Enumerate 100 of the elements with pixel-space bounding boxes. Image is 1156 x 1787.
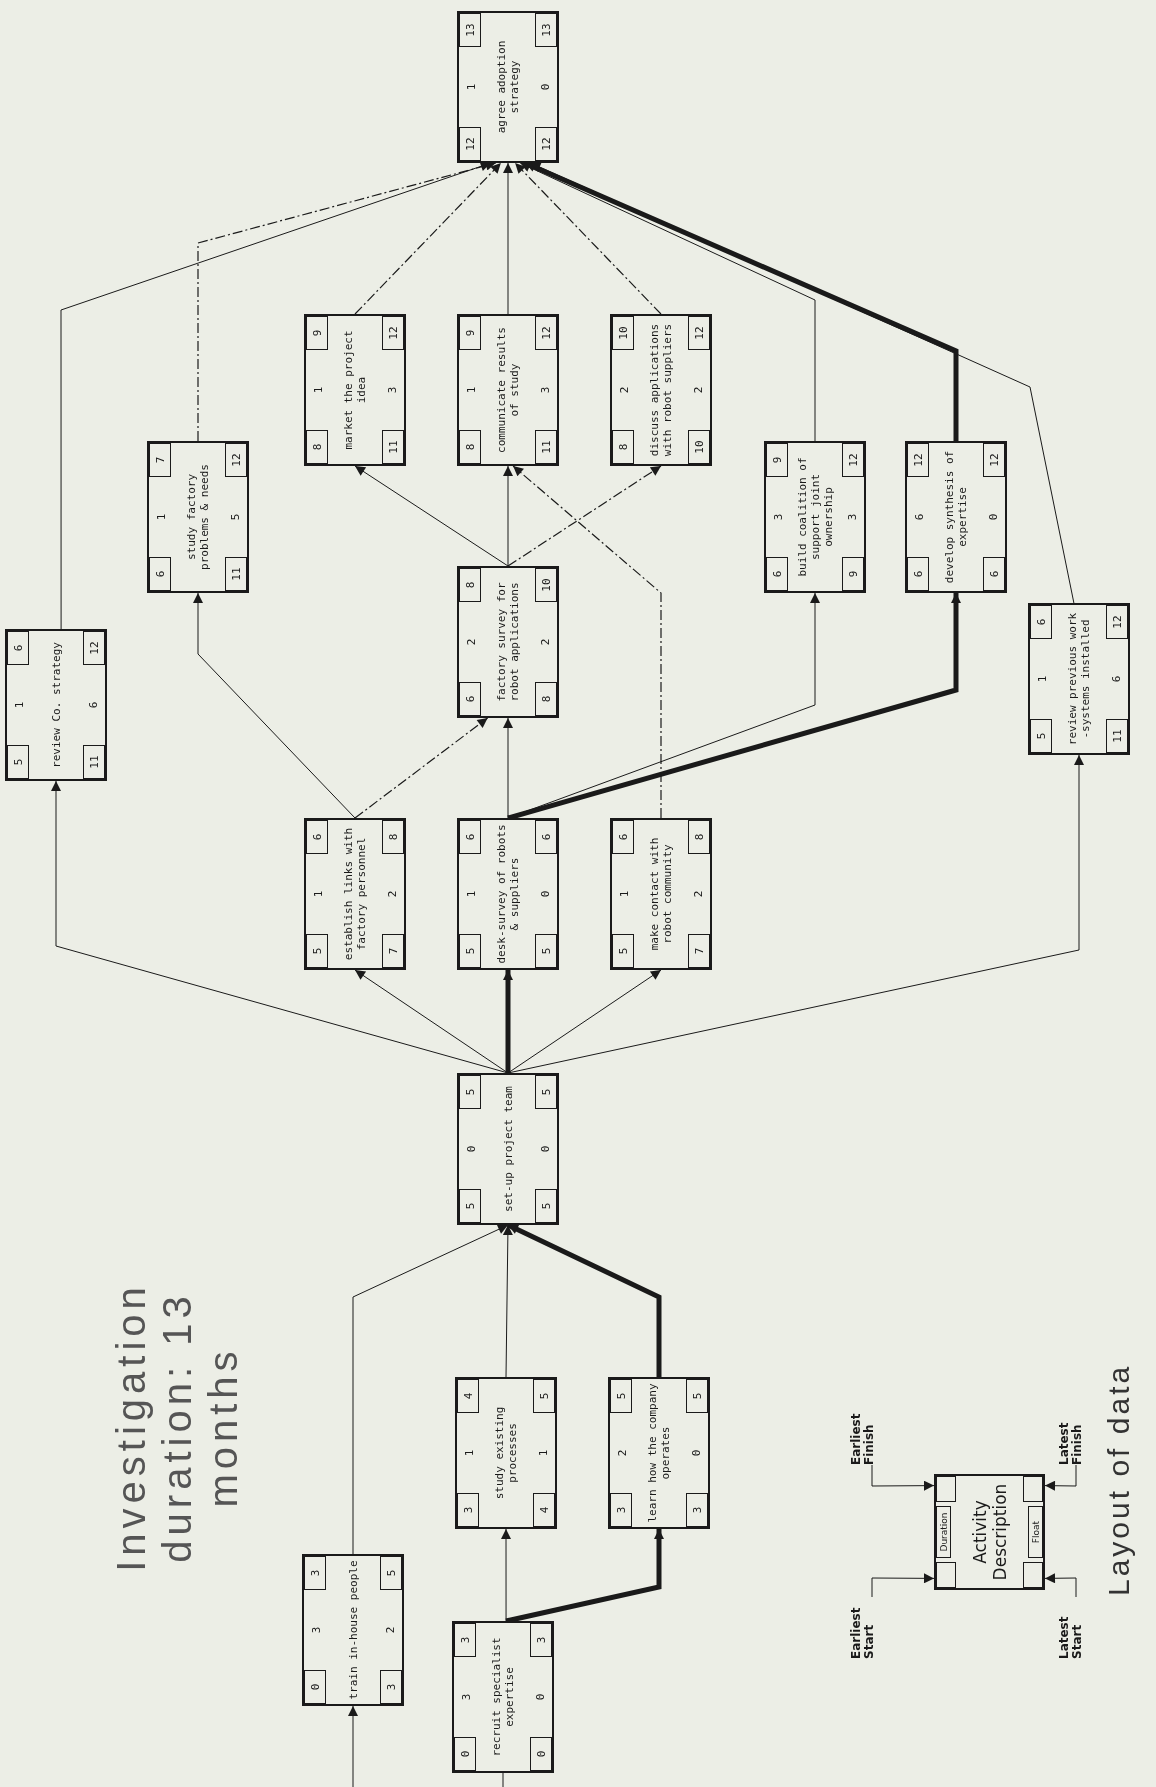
- time-cell: 12: [535, 127, 557, 161]
- duration-value: 3: [770, 512, 786, 523]
- connector-line: [502, 1772, 504, 1787]
- time-cell: 8: [459, 568, 481, 602]
- time-cell: 5: [306, 934, 328, 968]
- leader-arrow: [871, 1464, 935, 1491]
- duration-value: 1: [310, 889, 326, 900]
- duration-value: 3: [458, 1692, 474, 1703]
- activity-box: [457, 11, 559, 163]
- time-cell: 6: [7, 631, 29, 665]
- time-cell: 6: [766, 557, 788, 591]
- arrow: [51, 780, 509, 1074]
- time-cell: 5: [7, 745, 29, 779]
- time-cell: 4: [457, 1379, 479, 1413]
- time-cell: 10: [612, 316, 634, 350]
- time-cell: 5: [686, 1379, 708, 1413]
- activity-description: review previous work -systems installed: [1065, 611, 1093, 748]
- activity-box: [1028, 603, 1130, 755]
- time-cell: 6: [459, 820, 481, 854]
- activity-description: build coalition of support joint ownership: [794, 456, 836, 579]
- time-cell: 12: [983, 443, 1005, 477]
- activity-box: [457, 314, 559, 466]
- activity-description: study factory problems & needs: [184, 463, 212, 572]
- time-cell: 12: [535, 316, 557, 350]
- time-cell: 12: [225, 443, 247, 477]
- time-cell: 3: [610, 1493, 632, 1527]
- activity-box: [610, 314, 712, 466]
- float-value: 6: [85, 700, 101, 711]
- activity-description: establish links with factory personnel: [341, 826, 369, 963]
- time-cell: 12: [907, 443, 929, 477]
- time-cell: 12: [459, 127, 481, 161]
- duration-value: 1: [463, 889, 479, 900]
- time-cell: 8: [688, 820, 710, 854]
- arrow: [348, 1705, 358, 1787]
- float-value: 2: [384, 889, 400, 900]
- float-value: 3: [384, 385, 400, 396]
- arrow: [503, 970, 513, 1073]
- time-cell: 9: [306, 316, 328, 350]
- activity-description: study existing processes: [492, 1405, 520, 1502]
- arrow: [503, 465, 513, 567]
- float-value: 0: [532, 1692, 548, 1703]
- duration-value: 3: [308, 1625, 324, 1636]
- time-cell: 9: [459, 316, 481, 350]
- duration-value: 1: [310, 385, 326, 396]
- time-cell: 6: [612, 820, 634, 854]
- activity-box: [147, 441, 249, 593]
- time-cell: 12: [688, 316, 710, 350]
- activity-description: set-up project team: [500, 1085, 516, 1214]
- float-value: 3: [537, 385, 553, 396]
- time-cell: 6: [149, 557, 171, 591]
- activity-box: [457, 1073, 559, 1225]
- float-value: 0: [537, 82, 553, 93]
- time-cell: 12: [83, 631, 105, 665]
- activity-description: recruit specialist expertise: [489, 1636, 517, 1759]
- float-value: 0: [537, 889, 553, 900]
- duration-value: 1: [463, 82, 479, 93]
- arrow: [507, 465, 662, 567]
- time-cell: 5: [1030, 719, 1052, 753]
- float-cell: Float: [1028, 1506, 1043, 1558]
- duration-value: 1: [461, 1448, 477, 1459]
- arrow: [354, 717, 489, 819]
- activity-box: [304, 314, 406, 466]
- time-cell: 3: [454, 1623, 476, 1657]
- leader-arrow: [1044, 1573, 1077, 1598]
- time-cell: 3: [530, 1623, 552, 1657]
- time-cell: 12: [842, 443, 864, 477]
- float-value: 2: [537, 637, 553, 648]
- activity-description: discuss applications with robot suppliers: [647, 322, 675, 459]
- float-value: 1: [535, 1448, 551, 1459]
- legend-label: Earliest Start: [850, 1597, 890, 1659]
- activity-description: train in-house people: [345, 1560, 361, 1700]
- activity-box: [608, 1377, 710, 1529]
- activity-box: [610, 818, 712, 970]
- time-cell: 13: [459, 13, 481, 47]
- arrow: [354, 465, 509, 567]
- time-cell: 9: [766, 443, 788, 477]
- arrow: [507, 593, 961, 821]
- float-value: 2: [690, 385, 706, 396]
- time-cell: 8: [382, 820, 404, 854]
- legend-label: Latest Finish: [1058, 1401, 1098, 1465]
- duration-value: 1: [463, 385, 479, 396]
- time-cell: 7: [382, 934, 404, 968]
- time-cell: 5: [610, 1379, 632, 1413]
- time-cell: 6: [306, 820, 328, 854]
- float-value: 6: [1108, 674, 1124, 685]
- leader-arrow: [871, 1573, 935, 1598]
- activity-description: factory survey for robot applications: [494, 581, 522, 704]
- time-cell: 6: [535, 820, 557, 854]
- arrow: [503, 162, 513, 315]
- activity-description: communicate results of study: [494, 326, 522, 455]
- time-cell: 8: [459, 430, 481, 464]
- duration-value: 2: [614, 1448, 630, 1459]
- time-cell: 3: [304, 1556, 326, 1590]
- duration-cell: Duration: [936, 1506, 951, 1558]
- float-value: 0: [688, 1448, 704, 1459]
- arrow: [354, 969, 509, 1074]
- time-cell: 7: [149, 443, 171, 477]
- time-cell: 11: [83, 745, 105, 779]
- float-value: 5: [227, 512, 243, 523]
- time-cell: 0: [454, 1737, 476, 1771]
